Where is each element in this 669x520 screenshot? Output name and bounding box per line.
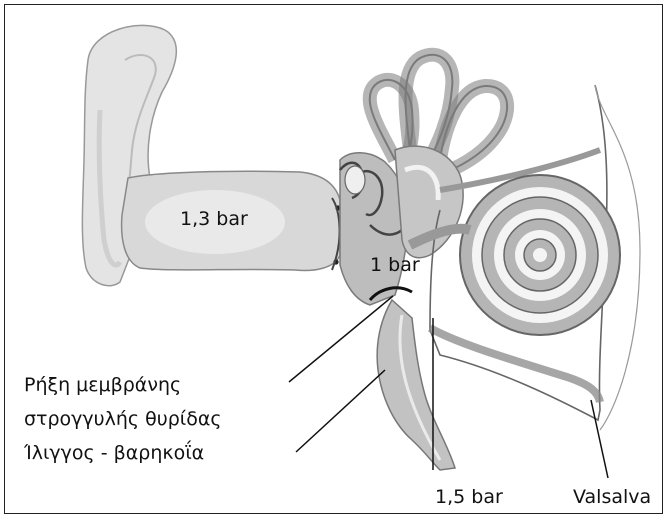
outer-ear-pressure-label: 1,3 bar: [180, 208, 248, 230]
callout-line-2: στρογγυλής θυρίδας: [24, 408, 222, 430]
middle-ear-pressure-label: 1 bar: [370, 254, 420, 276]
callout-line-1: Ρήξη μεμβράνης: [24, 374, 181, 396]
eustachian-tube: [377, 300, 455, 470]
leader-line-vertigo: [296, 370, 385, 452]
callout-line-3: Ίλιγγος - βαρηκοΐα: [24, 442, 204, 464]
ossicle-highlight: [345, 166, 365, 194]
valsalva-label: Valsalva: [573, 486, 651, 508]
cochlea-spiral: [460, 175, 620, 335]
inner-ear-pressure-label: 1,5 bar: [435, 486, 503, 508]
lower-lining: [430, 328, 600, 402]
